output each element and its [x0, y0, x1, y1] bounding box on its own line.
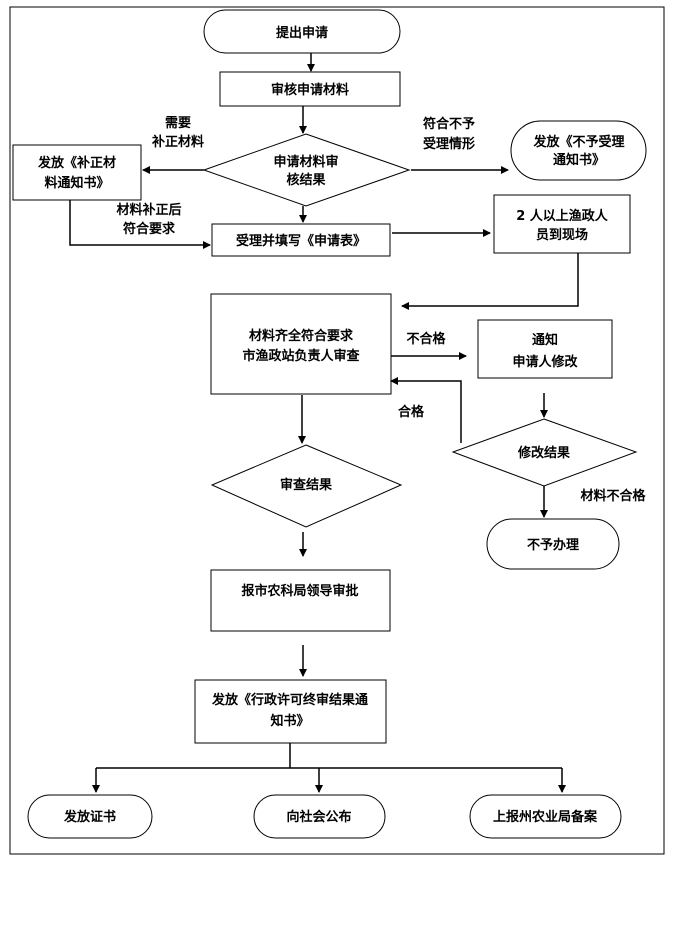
edge-label-materials-unqualified: 材料不合格: [580, 488, 646, 504]
node-onsite-inspection-line2: 员到现场: [536, 228, 588, 243]
node-onsite-inspection-line1: 2 人以上渔政人: [516, 208, 609, 224]
node-revision-result-label: 修改结果: [517, 445, 570, 461]
node-issue-certificate-label: 发放证书: [63, 809, 116, 825]
node-start-label: 提出申请: [276, 25, 328, 41]
node-report-to-bureau-label: 报市农科局领导审批: [241, 583, 358, 599]
outer-frame: [9, 6, 665, 855]
edge-revision-to-station: [390, 377, 462, 443]
node-station-review-line2: 市渔政站负责人审查: [242, 348, 360, 364]
edge-supplement-to-accept: [69, 200, 211, 249]
edge-label-supplement-ok-line1: 材料补正后: [116, 202, 181, 218]
edge-label-supplement-ok-line2: 符合要求: [123, 221, 176, 237]
node-issue-rejection-notice-line1: 发放《不予受理: [532, 134, 624, 150]
node-review-outcome: 审查结果: [210, 444, 403, 528]
node-not-processed-label: 不予办理: [527, 537, 579, 553]
node-issue-supplement-notice: 发放《补正材 料通知书》: [12, 144, 142, 201]
node-issue-final-notice-line2: 知书》: [270, 713, 309, 729]
node-notify-applicant-revise-line2: 申请人修改: [512, 354, 578, 370]
node-issue-supplement-notice-line1: 发放《补正材: [37, 155, 116, 171]
edge-onsite-to-station: [401, 253, 579, 310]
node-publish-to-public: 向社会公布: [253, 794, 386, 839]
node-accept-and-fill-form: 受理并填写《申请表》: [211, 223, 391, 257]
node-issue-supplement-notice-line2: 料通知书》: [44, 175, 109, 191]
edge-label-need-supplement-line1: 需要: [165, 116, 191, 131]
node-not-processed: 不予办理: [486, 518, 620, 570]
node-notify-applicant-revise: 通知 申请人修改: [477, 319, 613, 379]
node-revision-result: 修改结果: [451, 418, 638, 487]
edge-label-not-acceptable-line2: 受理情形: [423, 136, 475, 152]
node-issue-rejection-notice: 发放《不予受理 通知书》: [510, 120, 647, 181]
node-issue-final-notice-line1: 发放《行政许可终审结果通: [211, 692, 368, 708]
node-review-materials-label: 审核申请材料: [271, 82, 349, 98]
node-review-result-line2: 核结果: [286, 172, 325, 188]
node-start: 提出申请: [203, 9, 401, 54]
node-station-review: 材料齐全符合要求 市渔政站负责人审查: [210, 293, 392, 395]
node-review-result: 申请材料审 核结果: [202, 133, 411, 207]
node-issue-rejection-notice-line2: 通知书》: [553, 152, 605, 168]
node-station-review-line1: 材料齐全符合要求: [249, 328, 354, 344]
node-report-to-bureau: 报市农科局领导审批: [210, 569, 391, 632]
node-report-to-prefecture-label: 上报州农业局备案: [493, 809, 598, 825]
node-notify-applicant-revise-line1: 通知: [532, 332, 558, 348]
node-review-result-line1: 申请材料审: [273, 154, 338, 170]
edge-label-unqualified: 不合格: [406, 331, 446, 347]
node-review-outcome-label: 审查结果: [280, 477, 332, 493]
node-accept-and-fill-form-label: 受理并填写《申请表》: [236, 233, 366, 249]
edge-label-qualified: 合格: [398, 404, 425, 420]
edge-label-need-supplement-line2: 补正材料: [151, 134, 204, 150]
node-issue-certificate: 发放证书: [27, 794, 153, 839]
edge-label-not-acceptable-line1: 符合不予: [423, 116, 475, 132]
node-report-to-prefecture: 上报州农业局备案: [469, 794, 622, 839]
node-review-materials: 审核申请材料: [219, 71, 401, 107]
node-issue-final-notice: 发放《行政许可终审结果通 知书》: [194, 679, 387, 744]
node-onsite-inspection: 2 人以上渔政人 员到现场: [493, 194, 631, 254]
node-publish-to-public-label: 向社会公布: [286, 809, 351, 825]
